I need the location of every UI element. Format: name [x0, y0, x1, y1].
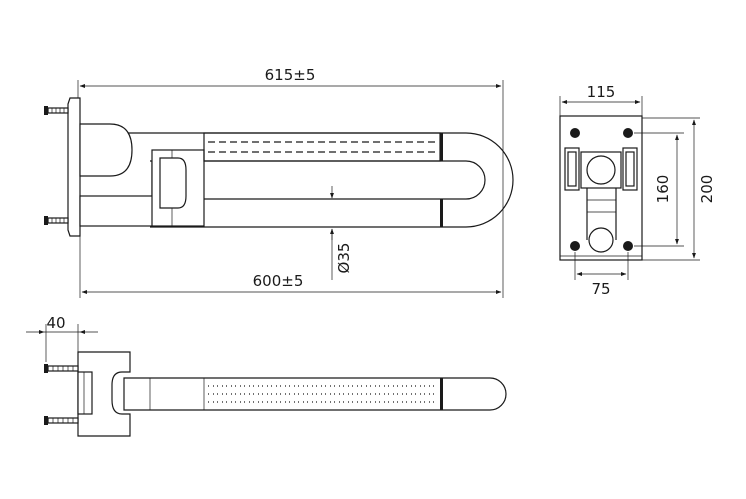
wall-screw-icon — [44, 216, 69, 225]
end-view: 115 200 160 75 — [559, 83, 716, 298]
side-view: 40 — [26, 314, 507, 437]
u-bar-outer — [128, 132, 514, 228]
wall-screw-icon — [44, 364, 79, 373]
u-bar-inner — [150, 160, 486, 200]
mounting-hole-icon — [570, 241, 580, 251]
side-grip-end-mark — [440, 378, 443, 410]
dim-plate-width: 115 — [587, 83, 616, 101]
wall-plate-top-view — [67, 97, 81, 237]
hinge-body — [79, 123, 133, 177]
dim-tube-diameter: Ø35 — [335, 243, 353, 274]
lower-arm-mount — [79, 195, 156, 227]
top-view: 615±5 600±5 Ø35 — [44, 66, 514, 298]
dim-hole-spacing-vertical: 160 — [654, 175, 672, 204]
grip-end-mark-top — [440, 133, 443, 161]
dim-depth: 40 — [46, 314, 65, 332]
dim-hole-spacing-horizontal: 75 — [591, 280, 610, 298]
wall-screw-icon — [44, 106, 69, 115]
knuckle-cap — [159, 157, 187, 209]
tube-section-lower — [588, 227, 614, 253]
grip-end-mark-bottom — [440, 199, 443, 227]
mounting-hole-icon — [623, 241, 633, 251]
dim-bar-length: 600±5 — [253, 272, 304, 290]
grip-zone — [203, 132, 441, 162]
side-grip-perforation — [208, 385, 438, 403]
mounting-hole-icon — [623, 128, 633, 138]
dim-plate-height: 200 — [698, 175, 716, 204]
wall-screw-icon — [44, 416, 79, 425]
side-wall-plate — [77, 371, 93, 415]
tube-section-upper — [586, 155, 616, 185]
side-bar — [123, 377, 507, 411]
dim-overall-length: 615±5 — [265, 66, 316, 84]
mounting-hole-icon — [570, 128, 580, 138]
